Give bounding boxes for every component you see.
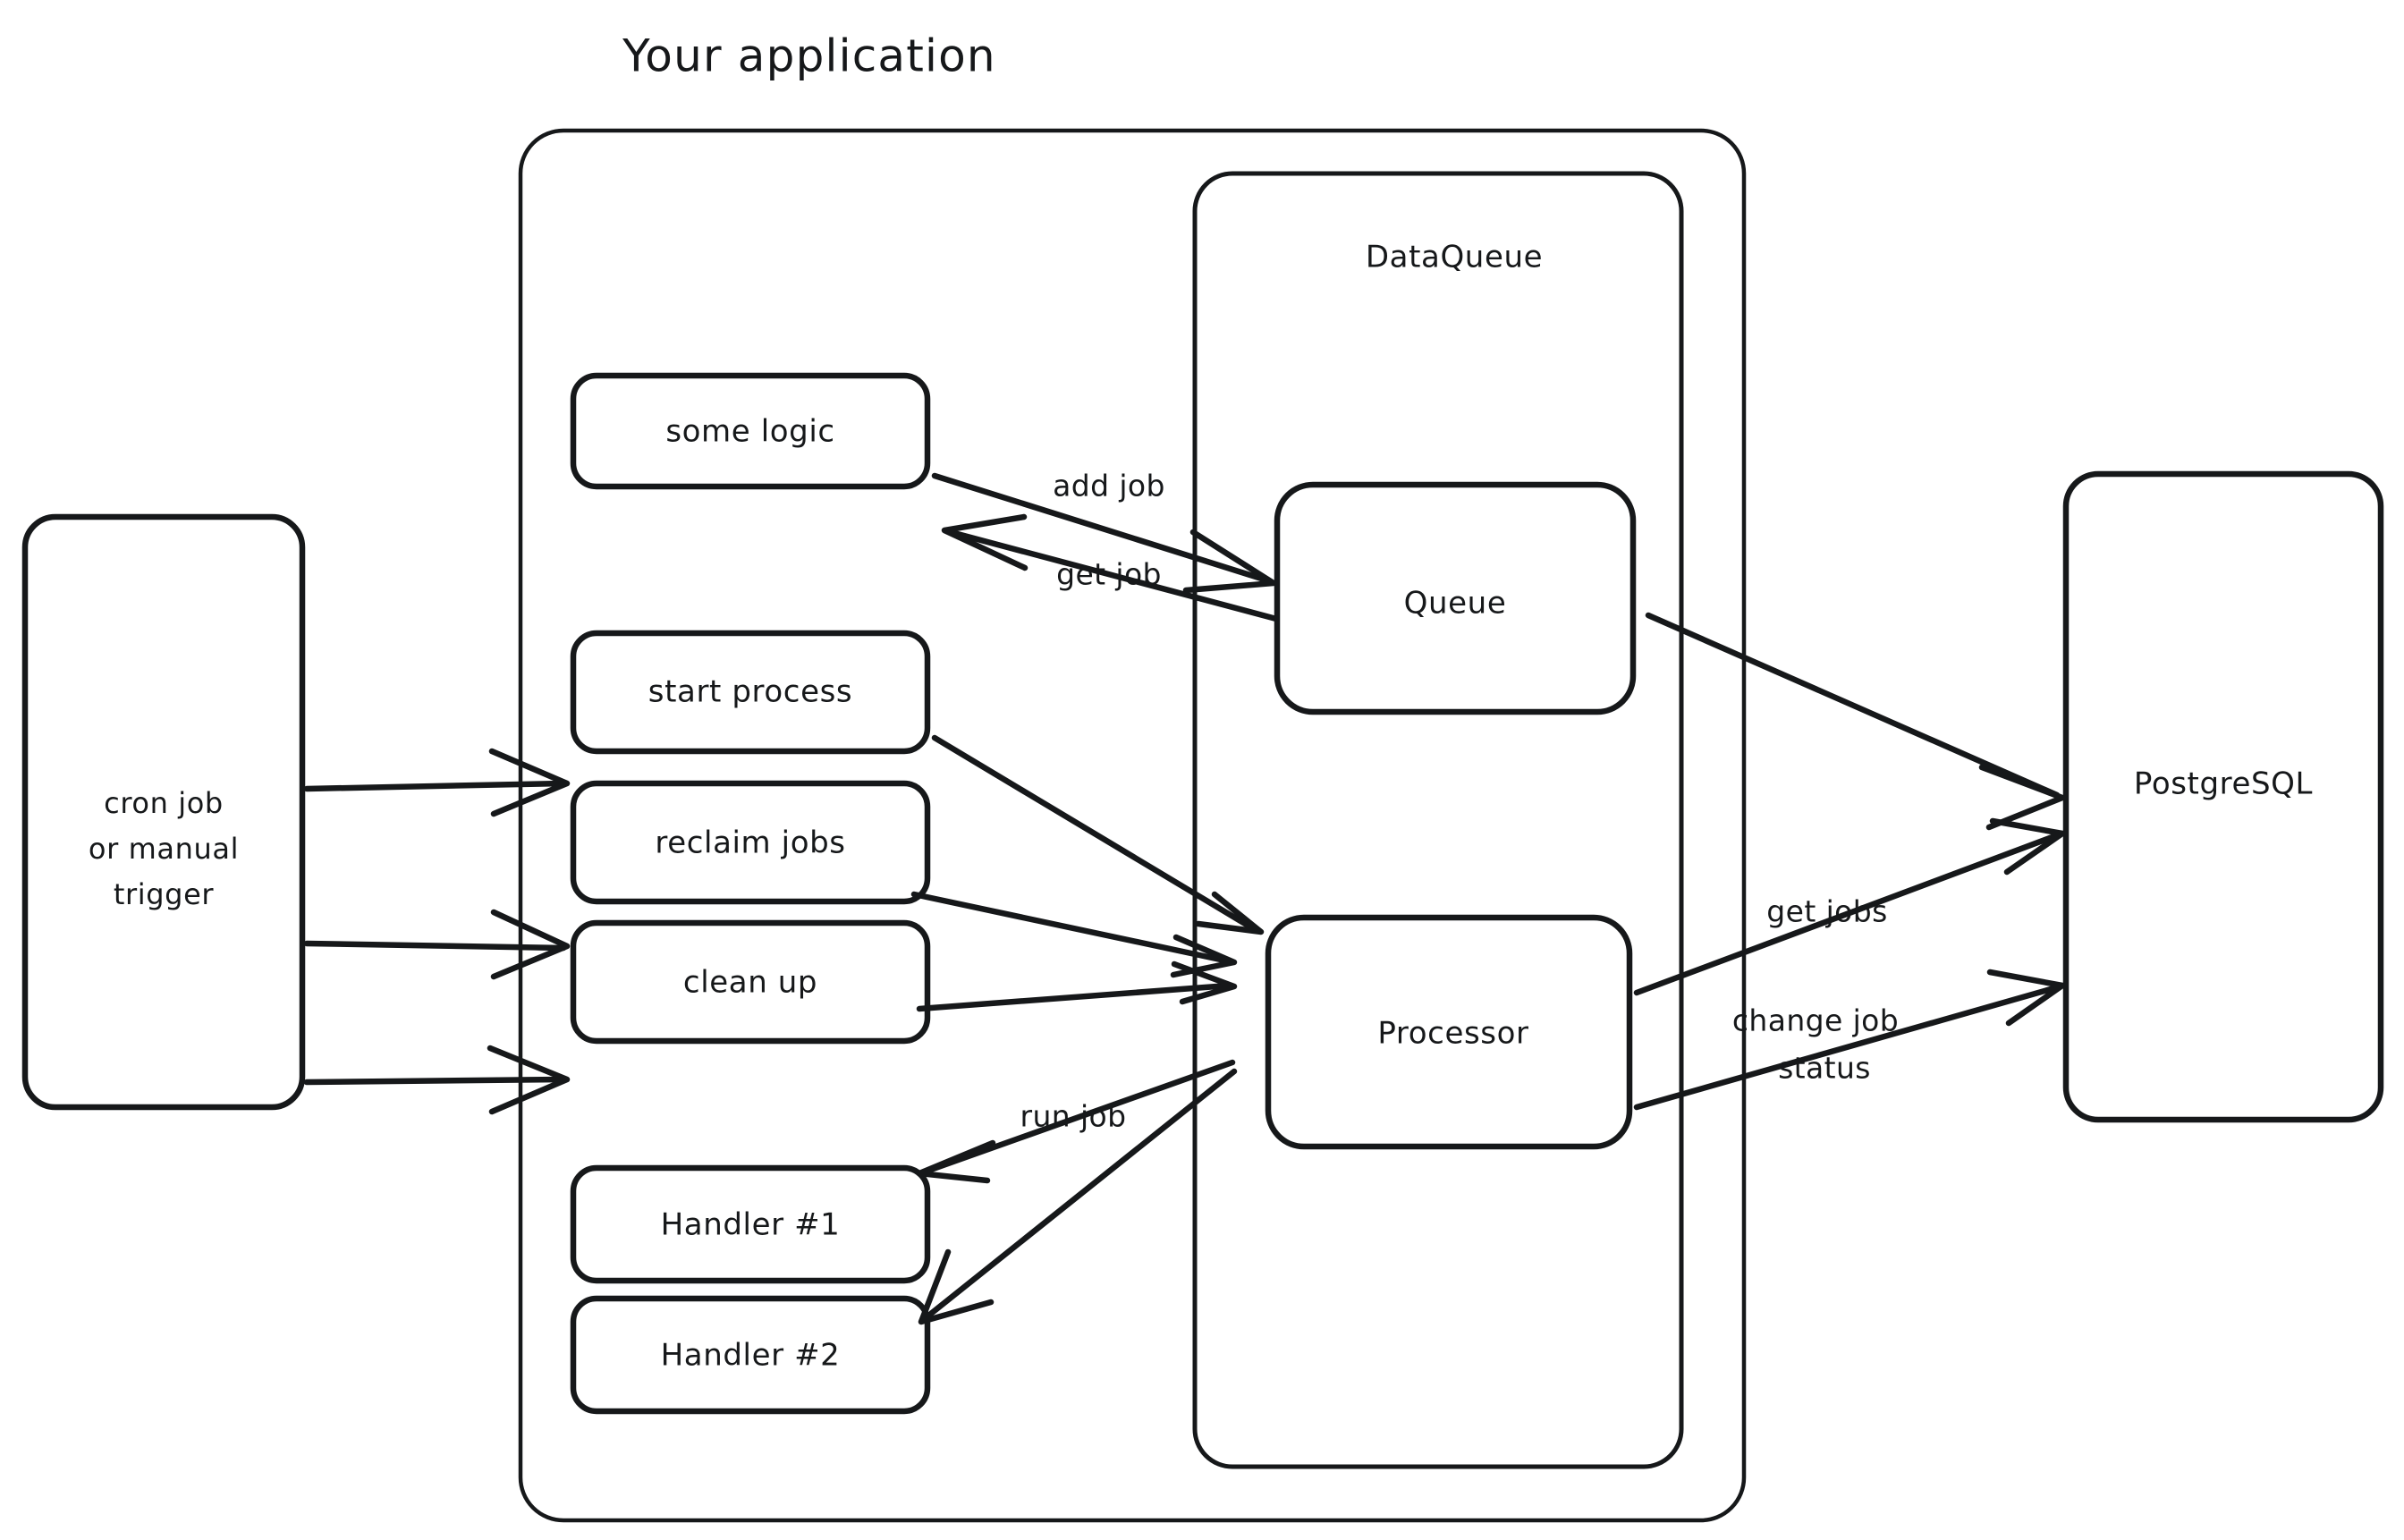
edge-get-jobs-label: get jobs: [1766, 894, 1887, 929]
diagram-title: Your application: [622, 30, 996, 82]
node-clean-up-label: clean up: [683, 965, 817, 1001]
node-some-logic-label: some logic: [665, 414, 834, 450]
node-handler-2[interactable]: [570, 1295, 931, 1415]
node-cron-job-label-line1: cron job: [104, 786, 224, 820]
edge-change-job-status-label-line1: change job: [1732, 1003, 1899, 1038]
edge-queue-to-postgresql: [1645, 612, 2066, 831]
node-handler-2-label: Handler #2: [661, 1338, 841, 1374]
node-start-process[interactable]: [570, 630, 931, 755]
edge-run-job-handler-2: [918, 1068, 1238, 1325]
node-handler-1-label: Handler #1: [661, 1207, 841, 1243]
edge-run-job-handler-1: run job: [916, 1059, 1236, 1184]
group-dataqueue-label: DataQueue: [1366, 240, 1543, 275]
edge-get-jobs: get jobs: [1633, 817, 2066, 996]
node-cron-job[interactable]: [21, 513, 306, 1111]
edge-cron-to-clean-up: [303, 1045, 571, 1115]
node-postgresql[interactable]: [2062, 470, 2384, 1123]
node-handler-1[interactable]: [570, 1164, 931, 1284]
edge-change-job-status-label-line2: status: [1778, 1051, 1871, 1086]
edge-clean-up-to-processor: [916, 960, 1238, 1012]
node-queue-label: Queue: [1404, 586, 1507, 622]
node-reclaim-jobs-label: reclaim jobs: [655, 825, 845, 861]
node-some-logic[interactable]: [570, 372, 931, 490]
node-cron-job-label-line2: or manual: [89, 832, 239, 866]
group-dataqueue: [1192, 171, 1684, 1469]
node-processor-label: Processor: [1377, 1016, 1528, 1052]
edge-run-job-label: run job: [1020, 1099, 1127, 1134]
edge-cron-to-start-process: [303, 748, 571, 817]
edge-add-job-label: add job: [1053, 469, 1165, 503]
edge-add-job: add job: [931, 469, 1277, 594]
node-queue[interactable]: [1274, 481, 1637, 715]
edge-get-job-label: get job: [1056, 557, 1162, 592]
node-clean-up[interactable]: [570, 919, 931, 1045]
node-cron-job-label-line3: trigger: [114, 877, 215, 911]
node-postgresql-label: PostgreSQL: [2134, 766, 2313, 802]
node-start-process-label: start process: [648, 674, 852, 710]
edge-start-process-to-processor: [931, 734, 1265, 935]
edge-cron-to-reclaim-jobs: [303, 909, 571, 980]
edge-change-job-status: change job status: [1633, 969, 2066, 1111]
edge-get-job: get job: [941, 513, 1280, 622]
node-reclaim-jobs[interactable]: [570, 780, 931, 905]
node-processor[interactable]: [1265, 914, 1633, 1150]
